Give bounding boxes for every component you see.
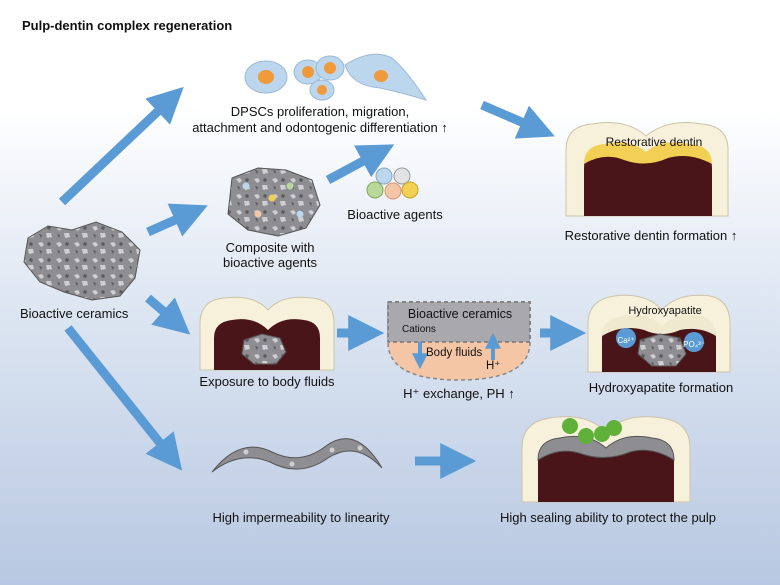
exchange-fluids-label: Body fluids: [426, 347, 483, 359]
film-label: High impermeability to linearity: [212, 510, 390, 525]
arrow-source-to-cells: [58, 86, 184, 206]
source-label: Bioactive ceramics: [20, 306, 129, 321]
hydroxyapatite-result-label: Hydroxyapatite formation: [588, 380, 734, 395]
tooth-restorative-dentin: [565, 122, 729, 217]
hydroxyapatite-inner-label: Hydroxyapatite: [628, 305, 702, 317]
flow-arrows: [58, 86, 587, 479]
arrow-source-to-composite: [146, 203, 208, 237]
agents-label: Bioactive agents: [347, 207, 443, 222]
cells-label-line2: attachment and odontogenic differentiati…: [192, 120, 448, 135]
bioactive-ceramics-icon: [23, 221, 141, 301]
ion-po-label: PO₄³⁻: [683, 340, 705, 349]
ion-exchange-icon: [387, 301, 531, 381]
ion-ca-label: Ca²⁺: [617, 336, 635, 345]
exchange-top-label: Bioactive ceramics: [407, 307, 513, 321]
bioactive-agents-icon: [366, 167, 419, 200]
sealing-result-label: High sealing ability to protect the pulp: [499, 510, 717, 525]
dpscs-cells-icon: [244, 53, 428, 101]
exposure-label: Exposure to body fluids: [199, 374, 335, 389]
arrow-source-to-film: [64, 325, 183, 471]
exchange-cations-label: Cations: [402, 324, 436, 335]
ceramic-film-icon: [211, 438, 383, 473]
tooth-exposure: [199, 296, 335, 371]
arrow-source-to-exposure: [145, 294, 191, 335]
cells-label-line1: DPSCs proliferation, migration,: [230, 104, 410, 119]
exchange-caption: H⁺ exchange, PH ↑: [403, 386, 515, 401]
tooth-hydroxyapatite: [587, 294, 731, 373]
diagram-title: Pulp-dentin complex regeneration: [22, 18, 233, 33]
restorative-dentin-inner-label: Restorative dentin: [605, 135, 703, 149]
arrow-cells-to-tooth: [480, 100, 555, 139]
tooth-sealed: [521, 416, 691, 503]
composite-label-line1: Composite with: [225, 240, 315, 255]
restorative-dentin-result-label: Restorative dentin formation ↑: [564, 228, 738, 243]
exchange-h-label: H⁺: [486, 360, 501, 372]
composite-icon: [227, 167, 321, 237]
composite-label-line2: bioactive agents: [223, 255, 317, 270]
arrow-composite-to-agents: [325, 144, 395, 184]
